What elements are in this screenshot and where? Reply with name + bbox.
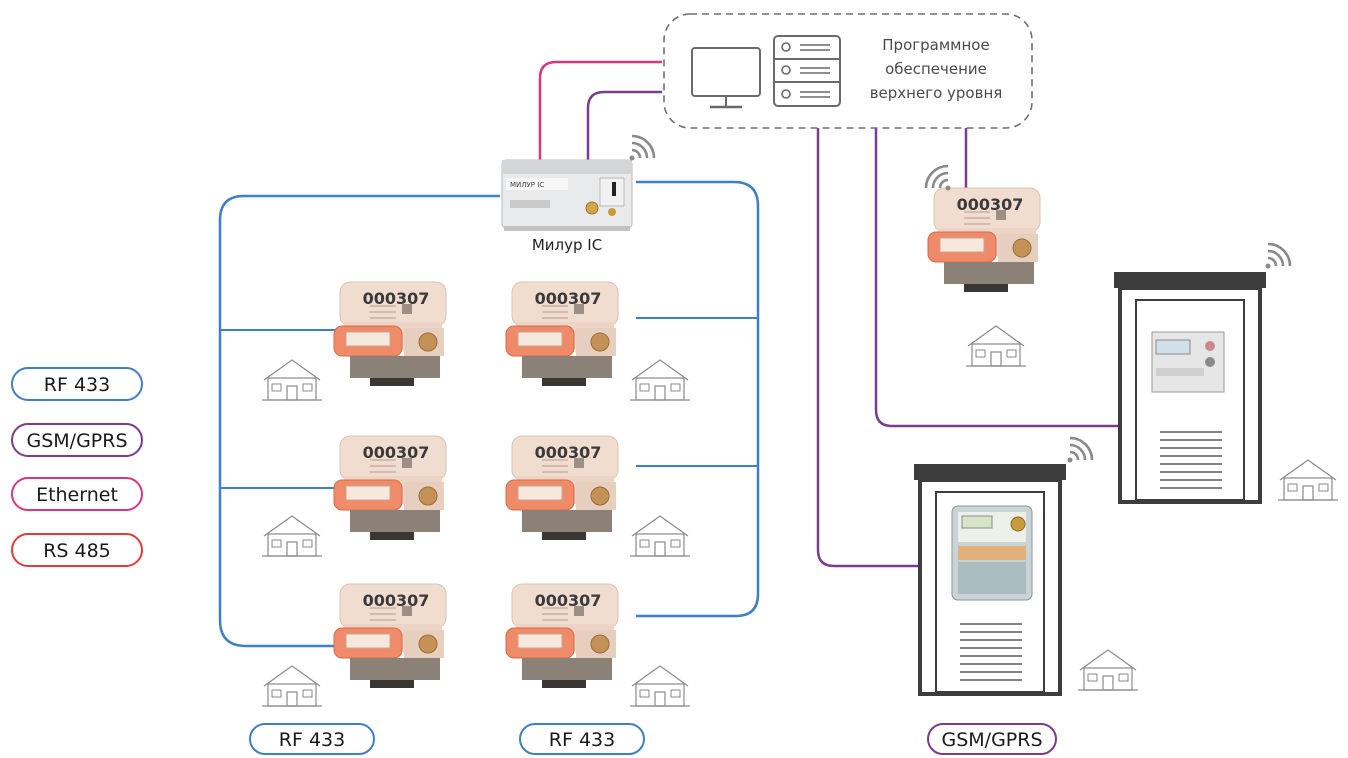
cabinet-lower-wifi-icon	[1066, 436, 1094, 464]
software-line-1: Программное	[882, 36, 989, 54]
gsm-link-cabinet-upper	[874, 128, 1118, 428]
concentrator-label: Милур IC	[532, 236, 602, 254]
meter-gsm-wifi-icon	[924, 164, 952, 192]
rf-bus-right	[636, 180, 760, 618]
software-box: Программное обеспечение верхнего уровня	[663, 13, 1033, 129]
meter-number: 000307	[363, 591, 430, 610]
bottom-label-left-text: RF 433	[279, 729, 345, 751]
concentrator-brand: МИЛУР IC	[510, 181, 544, 189]
meter-gsm: 000307	[927, 187, 1041, 293]
meter-right-2: 000307	[505, 435, 619, 541]
meter-right-3: 000307	[505, 583, 619, 689]
bottom-label-left: RF 433	[249, 723, 375, 755]
monitor-icon	[691, 47, 761, 109]
software-line-3: верхнего уровня	[870, 84, 1003, 102]
house-icon	[261, 661, 323, 707]
meter-number: 000307	[535, 591, 602, 610]
cabinet-upper-wifi-icon	[1264, 242, 1292, 270]
bottom-label-middle: RF 433	[519, 723, 645, 755]
meter-number: 000307	[535, 443, 602, 462]
legend: RF 433 GSM/GPRS Ethernet RS 485	[11, 367, 143, 567]
house-icon	[629, 511, 691, 557]
legend-item-rs485: RS 485	[11, 533, 143, 567]
gsm-link-cabinet-lower	[816, 128, 920, 568]
meter-left-1: 000307	[333, 281, 447, 387]
concentrator-wifi-icon	[628, 134, 656, 162]
legend-item-gsm: GSM/GPRS	[11, 423, 143, 457]
house-icon	[261, 355, 323, 401]
server-icon	[773, 35, 841, 107]
house-icon	[965, 321, 1027, 367]
house-icon	[261, 511, 323, 557]
meter-number: 000307	[363, 289, 430, 308]
legend-label: RS 485	[43, 540, 111, 562]
legend-item-ethernet: Ethernet	[11, 477, 143, 511]
meter-number: 000307	[363, 443, 430, 462]
concentrator-device: МИЛУР IC	[501, 159, 633, 231]
bottom-label-middle-text: RF 433	[549, 729, 615, 751]
house-icon	[1277, 455, 1339, 501]
meter-left-3: 000307	[333, 583, 447, 689]
bottom-label-right: GSM/GPRS	[927, 723, 1057, 755]
bottom-label-right-text: GSM/GPRS	[941, 729, 1042, 751]
legend-label: Ethernet	[36, 484, 118, 506]
meter-right-1: 000307	[505, 281, 619, 387]
meter-left-2: 000307	[333, 435, 447, 541]
meter-number: 000307	[957, 195, 1024, 214]
house-icon	[629, 355, 691, 401]
legend-label: GSM/GPRS	[26, 430, 127, 452]
gsm-link-concentrator	[586, 90, 662, 160]
software-line-2: обеспечение	[885, 60, 987, 78]
legend-label: RF 433	[44, 374, 110, 396]
house-icon	[629, 661, 691, 707]
ethernet-link	[538, 60, 662, 160]
house-icon	[1077, 645, 1139, 691]
cabinet-lower	[914, 464, 1066, 696]
legend-item-rf433: RF 433	[11, 367, 143, 401]
rf-bus-left	[218, 194, 500, 648]
meter-number: 000307	[535, 289, 602, 308]
cabinet-upper	[1114, 272, 1266, 504]
